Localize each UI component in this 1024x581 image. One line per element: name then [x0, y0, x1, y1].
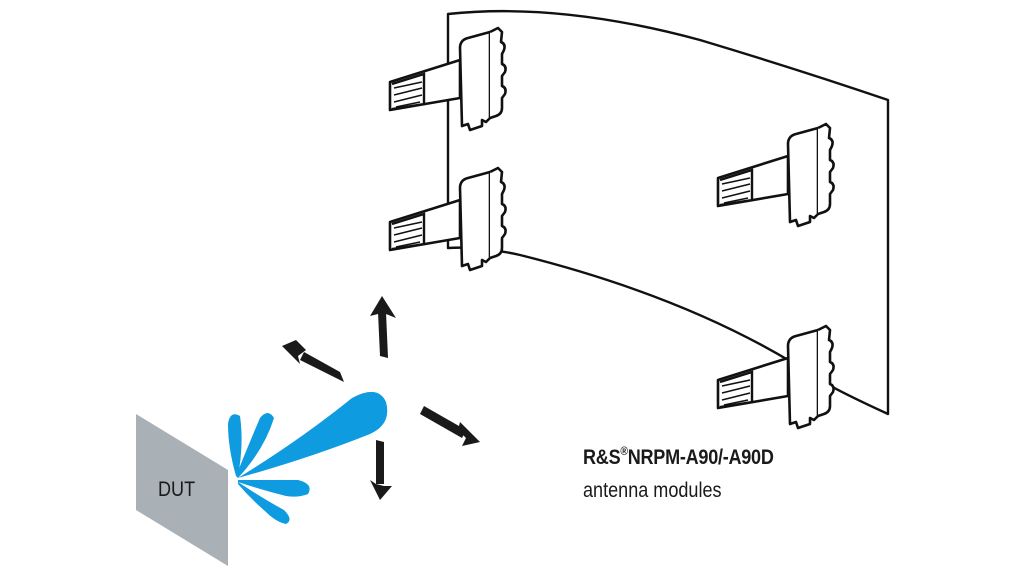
- beam-main-lobe: [238, 391, 388, 478]
- beam-side-lobe-3: [238, 480, 310, 497]
- arrow-up-left-icon: [282, 340, 344, 382]
- arrow-up-icon: [370, 296, 396, 358]
- curved-screen-outline: [446, 9, 890, 416]
- product-title: R&S®NRPM-A90/-A90D: [583, 444, 774, 470]
- beam-side-lobe-4: [238, 482, 290, 524]
- arrow-down-right-icon: [420, 406, 480, 446]
- model-name: NRPM-A90/-A90D: [627, 446, 774, 469]
- movement-arrows: [282, 296, 480, 500]
- product-description: antenna modules: [583, 479, 722, 502]
- beam-side-lobe-2: [236, 413, 274, 478]
- registered-mark: ®: [620, 444, 628, 458]
- brand-name: R&S: [583, 446, 621, 469]
- dut-label: DUT: [158, 478, 196, 501]
- beam-pattern: [228, 391, 388, 524]
- arrow-down-icon: [370, 440, 392, 500]
- dut-panel: [136, 414, 228, 566]
- beam-side-lobe-1: [228, 414, 242, 476]
